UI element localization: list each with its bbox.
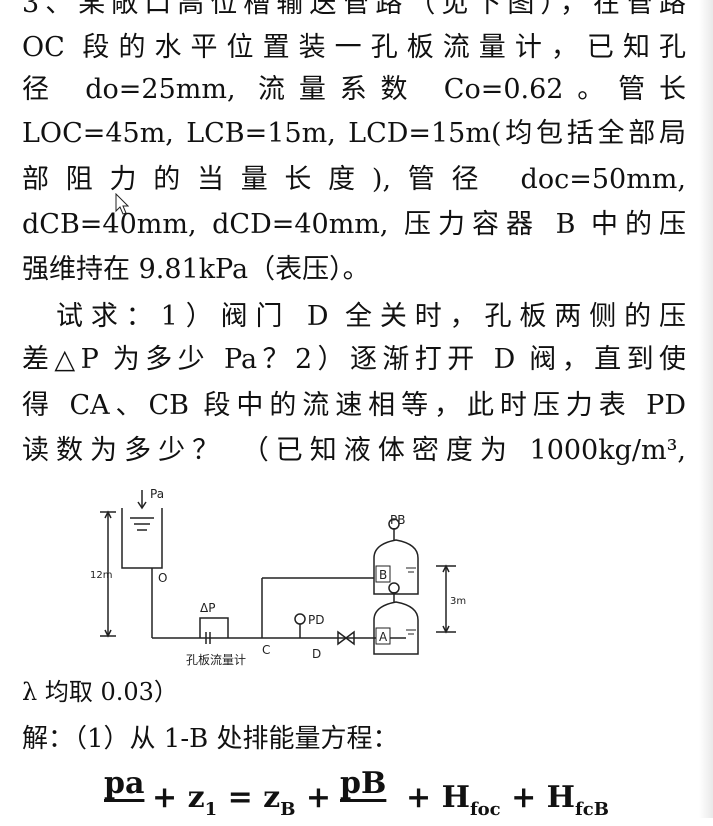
eq-part-2: + Hfoc + HfcB [406,780,609,820]
label-b: B [379,568,387,582]
eq-part-1: + z1 = zB + [152,780,331,820]
label-o: O [158,571,167,585]
problem-line-9: 得 CA、CB 段中的流速相等，此时压力表 PD [22,386,686,426]
label-dp: ΔP [200,601,215,615]
label-3m: 3m [450,596,466,607]
lambda-text: λ 均取 0.03） [22,678,178,706]
label-12m: 12m [90,570,112,581]
eq-pb: pB [340,766,387,801]
label-a: A [379,630,388,644]
vessel-b [373,539,419,595]
problem-text-8: 差△P 为多少 Pa？2）逐渐打开 D 阀，直到使 [22,344,686,375]
problem-text-10: 读数为多少？ （已知液体密度为 1000kg/m³, [22,435,686,466]
mouse-cursor-icon [115,193,129,215]
eq-sub-fcb: fcB [575,799,609,820]
problem-text-9: 得 CA、CB 段中的流速相等，此时压力表 PD [22,390,686,421]
problem-line-8: 差△P 为多少 Pa？2）逐渐打开 D 阀，直到使 [22,340,686,380]
eq-plus-h2: + H [500,780,576,815]
eq-plus: + [295,780,332,815]
eq-plus-z: + z [152,780,205,815]
label-d: D [312,647,321,661]
problem-line-2: 径 do=25mm, 流量系数 Co=0.62。管长 [22,70,686,110]
problem-text-2: 径 do=25mm, 流量系数 Co=0.62。管长 [22,74,686,105]
solution-line: 解：（1）从 1-B 处排能量方程： [22,720,686,758]
problem-line-0: 3、某敞口高位槽输送管路（见下图），在管路 [22,0,686,24]
problem-text-1: OC 段的水平位置装一孔板流量计，已知孔 [22,32,686,63]
problem-line-5: dCB=40mm, dCD=40mm, 压力容器 B 中的压 [22,205,686,245]
problem-line-1: OC 段的水平位置装一孔板流量计，已知孔 [22,28,686,68]
lambda-line: λ 均取 0.03） [22,676,686,708]
problem-line-10: 读数为多少？ （已知液体密度为 1000kg/m³, [22,431,686,471]
eq-sub-1: 1 [204,799,218,820]
label-pa: Pa [150,487,164,501]
problem-text-6: 强维持在 9.81kPa（表压）。 [22,254,370,285]
elevated-tank [121,508,163,569]
eq-plus-h: + H [406,780,470,815]
problem-line-6: 强维持在 9.81kPa（表压）。 [22,250,686,290]
problem-line-7: 试求：1）阀门 D 全关时，孔板两侧的压 [56,297,686,337]
problem-text-4: 部阻力的当量长度),管径 doc=50mm, [22,164,686,195]
vessel-a [373,601,419,655]
eq-sub-foc: foc [469,799,501,820]
label-c: C [262,643,270,657]
eq-sub-b: B [280,799,296,820]
page-edge-shadow [699,0,713,818]
solution-text: 解：（1）从 1-B 处排能量方程： [22,724,399,754]
problem-line-3: LOC=45m, LCB=15m, LCD=15m(均包括全部局 [22,114,686,154]
energy-equation: pa + z1 = zB + pB + Hfoc + HfcB [104,766,664,826]
label-pd: PD [308,613,324,627]
label-orifice: 孔板流量计 [186,653,246,667]
problem-line-4: 部阻力的当量长度),管径 doc=50mm, [22,160,686,200]
eq-equals-z: = z [217,780,281,815]
problem-text-7: 试求：1）阀门 D 全关时，孔板两侧的压 [56,301,686,332]
problem-text-5: dCB=40mm, dCD=40mm, 压力容器 B 中的压 [22,209,686,240]
problem-text-3: LOC=45m, LCB=15m, LCD=15m(均包括全部局 [22,118,686,149]
problem-text-0: 3、某敞口高位槽输送管路（见下图），在管路 [22,0,686,19]
piping-diagram: Pa O 12m ΔP 孔板流量计 C PD D PB B A 3m [90,487,466,667]
label-pb: PB [390,513,405,527]
eq-pa: pa [104,766,145,801]
